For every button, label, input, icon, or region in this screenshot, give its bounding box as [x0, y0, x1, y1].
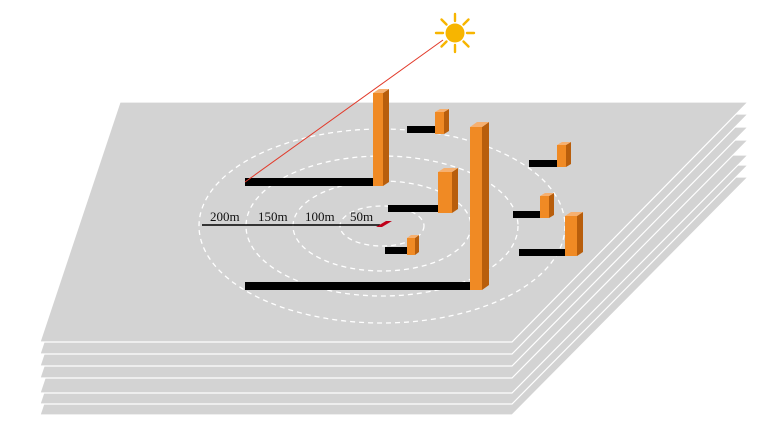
shadow-right-low	[519, 249, 567, 256]
building-front	[565, 216, 577, 256]
building-top	[373, 89, 389, 93]
building-top	[540, 193, 554, 196]
building-side	[566, 142, 571, 167]
building-front	[435, 112, 444, 134]
building-tallest	[470, 122, 489, 290]
scale-label-100m: 100m	[305, 209, 335, 224]
building-front	[407, 238, 415, 255]
building-top	[470, 122, 489, 127]
building-top	[565, 212, 583, 216]
shadow-small-top	[407, 126, 437, 133]
building-front	[373, 93, 383, 186]
building-side	[415, 235, 419, 255]
scale-label-150m: 150m	[258, 209, 288, 224]
building-top	[438, 168, 458, 172]
building-mid-center	[438, 168, 458, 213]
shadow-mid-center	[388, 205, 440, 212]
building-top	[407, 235, 419, 238]
building-right-top	[557, 142, 571, 167]
building-side	[444, 109, 449, 134]
building-side	[383, 89, 389, 186]
sun-core	[445, 23, 465, 43]
shadow-small-center	[385, 247, 408, 254]
sun-icon	[434, 12, 476, 54]
buildings	[373, 89, 583, 290]
building-right-low	[565, 212, 583, 256]
center-marker-icon	[376, 221, 392, 227]
building-front	[557, 145, 566, 167]
building-front	[438, 172, 452, 213]
shadow-right-mid	[513, 211, 543, 218]
building-top	[557, 142, 571, 145]
shadow-right-top	[529, 160, 559, 167]
building-small-center	[407, 235, 419, 255]
building-front	[470, 127, 482, 290]
building-side	[549, 193, 554, 218]
shadow-tall-left	[245, 178, 378, 186]
ground-plane-stack	[39, 101, 750, 416]
building-side	[452, 168, 458, 213]
building-top	[435, 109, 449, 112]
building-shadows	[245, 126, 567, 290]
building-right-mid	[540, 193, 554, 218]
building-side	[577, 212, 583, 256]
scale-label-200m: 200m	[210, 209, 240, 224]
ring-50m	[339, 205, 425, 247]
building-tall-left	[373, 89, 389, 186]
sun-ray	[244, 39, 444, 183]
building-small-top	[435, 109, 449, 134]
scale-label-50m: 50m	[350, 209, 373, 224]
building-front	[540, 196, 549, 218]
building-side	[482, 122, 489, 290]
shadow-tallest	[245, 282, 475, 290]
